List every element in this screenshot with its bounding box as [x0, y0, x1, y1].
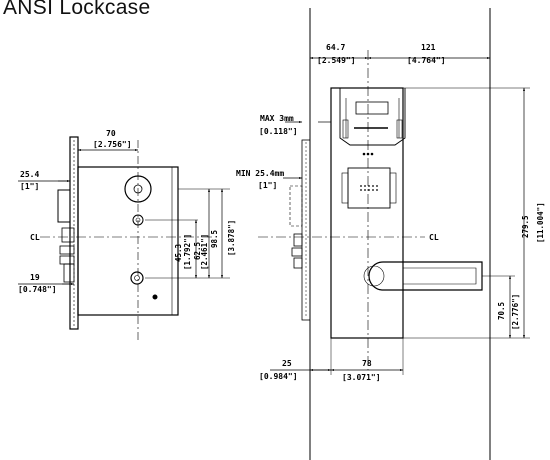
label-centerline-right: CL	[429, 233, 439, 242]
dim-lever-height-in: [2.776"]	[511, 294, 520, 330]
dim-62-5-in: [2.461"]	[200, 234, 209, 270]
dim-backset-bottom-in: [0.748"]	[18, 285, 57, 294]
dim-plate-offset-in: [2.549"]	[317, 56, 356, 65]
door-front-view	[258, 8, 530, 460]
dim-plate-lever-in: [4.764"]	[407, 56, 446, 65]
dim-min-door-in: [1"]	[258, 181, 277, 190]
dim-edge-offset: 25	[282, 359, 292, 368]
dim-backset-top-in: [1"]	[20, 182, 39, 191]
dim-edge-offset-in: [0.984"]	[259, 372, 298, 381]
dim-lockcase-width: 70	[106, 129, 116, 138]
dim-lever-height: 70.5	[497, 302, 506, 320]
dim-plate-lever: 121	[421, 43, 436, 52]
dim-plate-width: 78	[362, 359, 372, 368]
dim-plate-height-in: [11.004"]	[536, 202, 545, 243]
dim-max-gap: MAX 3mm	[260, 114, 294, 123]
dim-98-5-in: [3.878"]	[227, 220, 236, 256]
lockcase-side-view	[18, 136, 230, 340]
dim-backset-top: 25.4	[20, 170, 39, 179]
dim-45-3: 45.3	[174, 243, 183, 262]
dim-max-gap-in: [0.118"]	[259, 127, 298, 136]
dim-lockcase-width-in: [2.756"]	[93, 140, 132, 149]
dim-backset-bottom: 19	[30, 273, 40, 282]
dim-plate-offset: 64.7	[326, 43, 345, 52]
dim-98-5: 98.5	[210, 230, 219, 248]
vertical-dims-left: 45.3 [1.792"] 62.5 [2.461"] 98.5 [3.878"…	[174, 220, 236, 270]
dim-plate-width-in: [3.071"]	[342, 373, 381, 382]
dim-plate-height: 279.5	[521, 215, 530, 238]
dim-min-door: MIN 25.4mm	[236, 169, 284, 178]
label-centerline-left: CL	[30, 233, 40, 242]
dim-62-5: 62.5	[193, 242, 202, 260]
page-title: ANSI Lockcase	[3, 0, 151, 19]
dim-45-3-in: [1.792"]	[183, 234, 192, 270]
